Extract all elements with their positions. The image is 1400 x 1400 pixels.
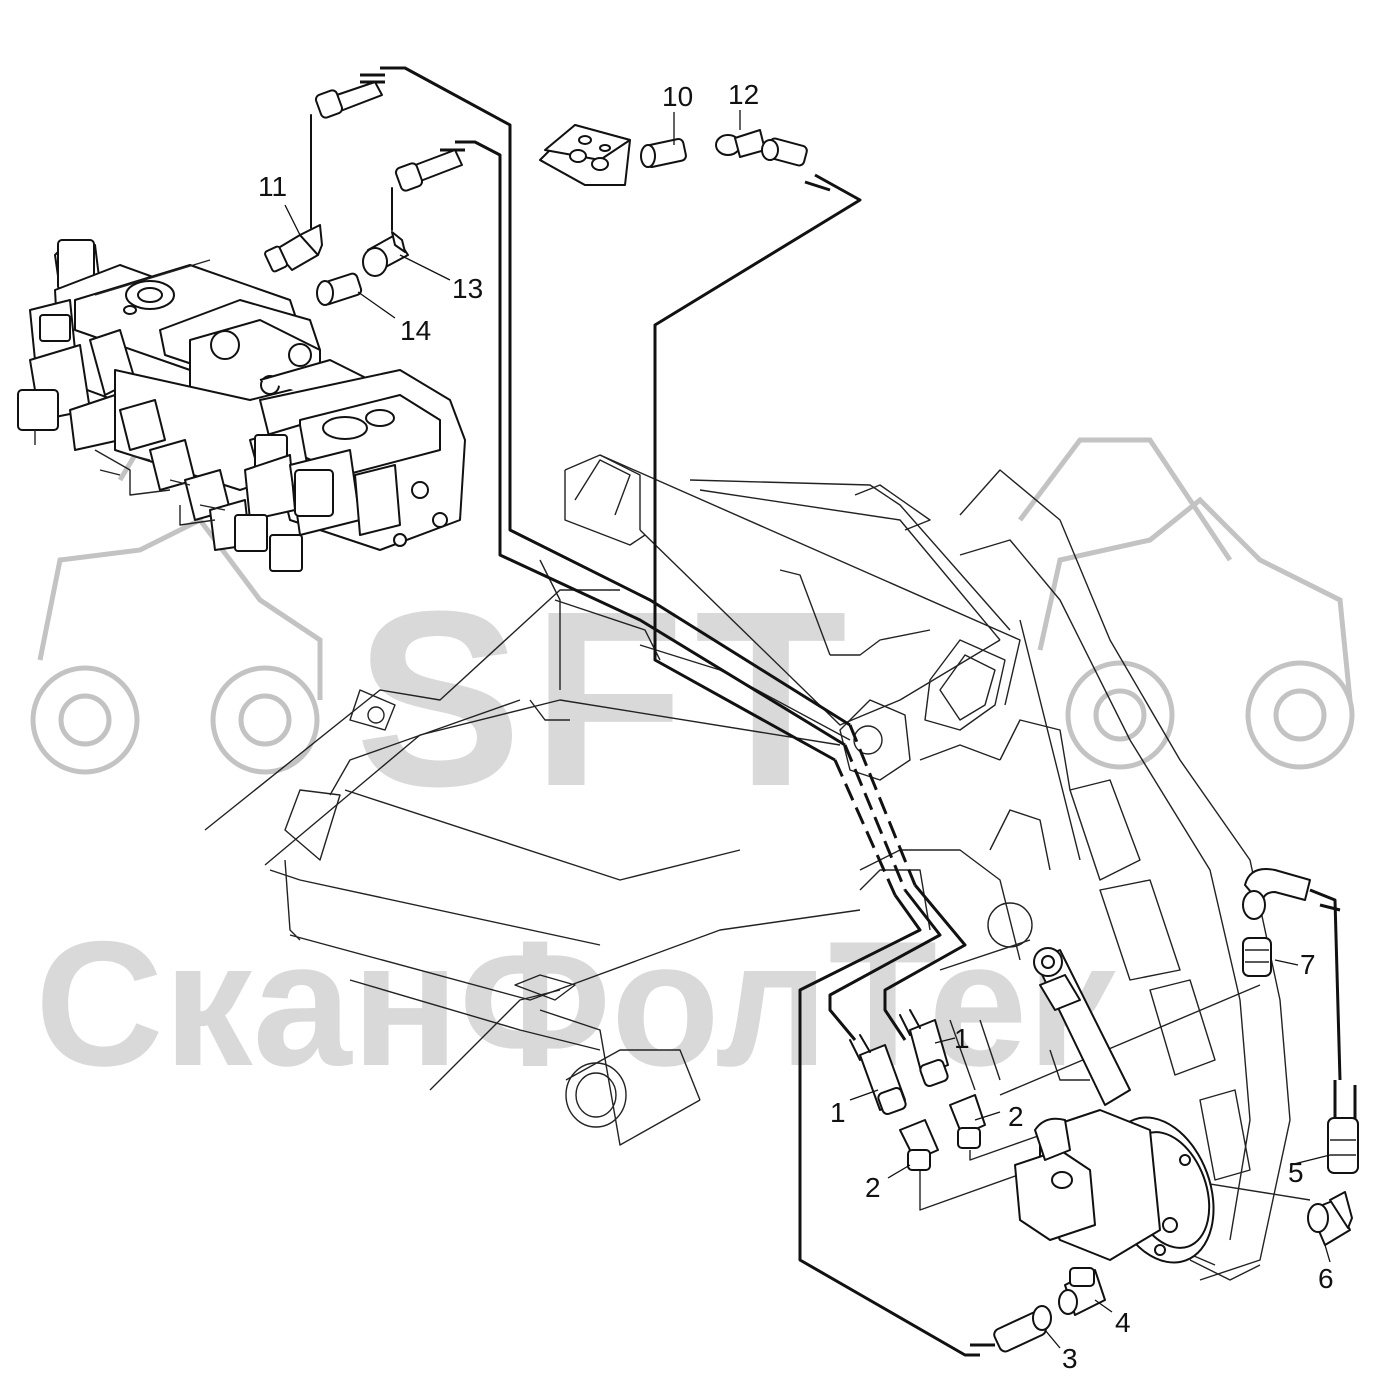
callout-labels: 10 12 11 13 14 1 1 2 2 7 5 6 4 3 [258,79,1334,1374]
callout-14: 14 [400,315,431,346]
boom-frame [204,454,1291,1281]
control-valve-block [17,239,466,572]
callout-5: 5 [1288,1157,1304,1188]
fitting-12 [715,129,808,167]
distribution-block [539,124,631,186]
callout-1-left: 1 [830,1097,846,1128]
fittings [264,81,1359,1353]
fitting-11 [264,224,323,273]
hydraulic-motor [1014,1109,1215,1264]
callout-4: 4 [1115,1307,1131,1338]
fitting-5 [1327,1117,1359,1174]
callout-11: 11 [258,171,287,202]
hydraulic-cylinder [1033,947,1131,1106]
callout-6: 6 [1318,1263,1334,1294]
callout-1-right: 1 [954,1023,970,1054]
callout-12: 12 [728,79,759,110]
fitting-2-left [899,1119,939,1171]
fitting-13 [362,231,409,277]
callout-2-right: 2 [1008,1101,1024,1132]
fitting-1-right [899,1009,949,1088]
hydraulic-lines [360,66,1357,1357]
watermark-tractor-right [1018,437,1355,770]
fitting-10 [640,138,687,168]
fitting-2-right [949,1094,986,1149]
leader-lines [284,110,1331,1349]
callout-13: 13 [452,273,483,304]
fitting-7 [1242,937,1272,977]
fitting-4 [1058,1267,1106,1316]
fitting-3 [993,1305,1052,1353]
callout-10: 10 [662,81,693,112]
callout-2-left: 2 [865,1172,881,1203]
fitting-14 [316,272,363,306]
callout-7: 7 [1300,949,1316,980]
watermark-brand: SFT [355,559,857,838]
hose-end-middle [391,149,463,231]
elbow-hose-end-right [1242,868,1311,920]
callout-3: 3 [1062,1343,1078,1374]
hose-end-top-left [310,81,383,229]
fitting-1-left [849,1034,907,1116]
fitting-6 [1307,1191,1353,1246]
